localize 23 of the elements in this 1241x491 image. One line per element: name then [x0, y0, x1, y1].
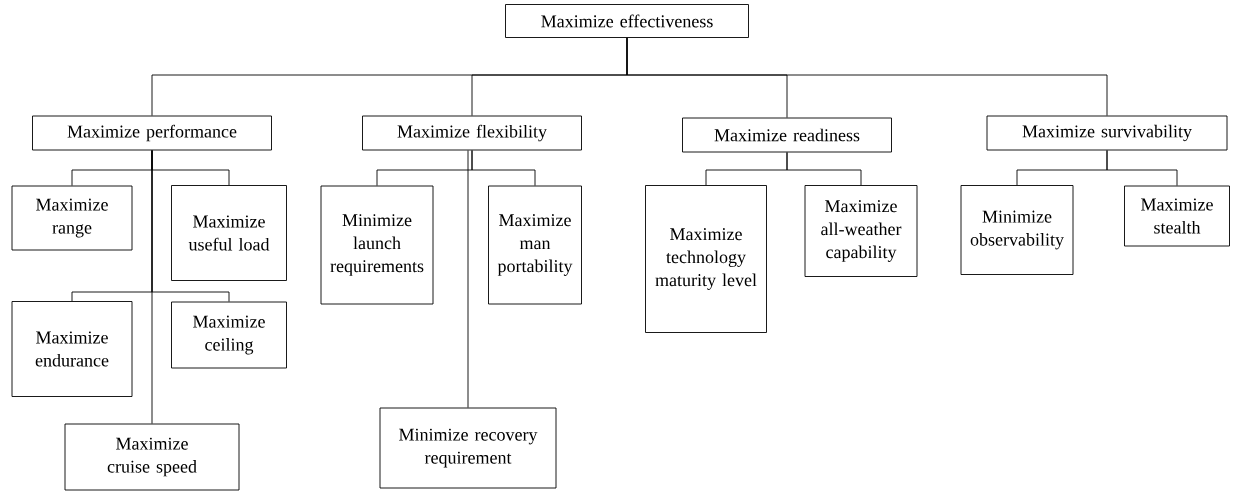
- goal-box: Maximize performance: [32, 115, 272, 151]
- goal-box: Maximize man portability: [488, 185, 582, 305]
- connector-line: [626, 37, 1108, 116]
- goal-box: Minimize observability: [960, 185, 1074, 275]
- connector-line: [151, 150, 153, 424]
- goal-box: Maximize range: [11, 185, 133, 251]
- goal-box: Maximize endurance: [11, 301, 133, 397]
- goal-box: Maximize all-weather capability: [804, 185, 918, 277]
- goal-box: Maximize cruise speed: [64, 423, 240, 491]
- connector-line: [1106, 150, 1178, 186]
- goal-box: Maximize stealth: [1124, 185, 1230, 247]
- goal-box: Maximize flexibility: [362, 115, 582, 151]
- goal-box: Minimize launch requirements: [320, 185, 434, 305]
- goal-box: Maximize readiness: [682, 117, 892, 153]
- goal-box: Maximize effectiveness: [505, 4, 749, 38]
- goal-box: Maximize useful load: [171, 185, 287, 281]
- connector-line: [471, 150, 536, 186]
- goal-box: Maximize ceiling: [171, 301, 287, 369]
- goal-box: Minimize recovery requirement: [379, 407, 557, 489]
- connector-line: [786, 152, 862, 186]
- goal-box: Maximize survivability: [986, 115, 1228, 151]
- connector-line: [467, 150, 469, 408]
- goal-box: Maximize technology maturity level: [645, 185, 767, 333]
